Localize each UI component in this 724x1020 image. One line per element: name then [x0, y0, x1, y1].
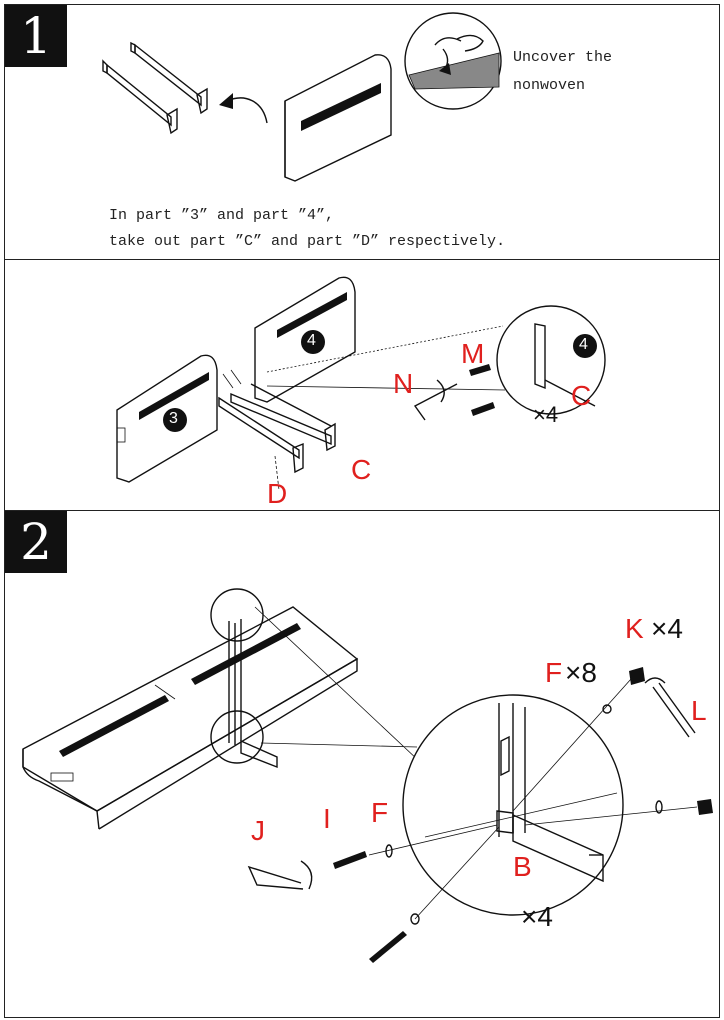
- label-i: I: [323, 803, 331, 834]
- uncover-instruction-line1: Uncover the: [513, 49, 613, 66]
- wrench-l-icon: [644, 677, 696, 738]
- step-1b-panel: M N C C D ×4 3 4 4: [4, 259, 720, 511]
- step-2-illustration: [22, 588, 713, 963]
- screw-m-icon: [469, 364, 495, 416]
- label-c-detail: C: [571, 380, 592, 411]
- hex-key-j-icon: [247, 860, 313, 890]
- curved-arrow-icon: [219, 93, 268, 124]
- caption-line-2: take out part ”C” and part ”D” respectiv…: [109, 233, 506, 250]
- bolts-washers-icon: [333, 667, 713, 963]
- label-k: K: [625, 613, 644, 644]
- part-3-number: 3: [169, 410, 178, 427]
- bed-base-icon: [22, 606, 359, 830]
- uncover-instruction-line2: nonwoven: [513, 77, 586, 94]
- leg-post-icon: [228, 619, 278, 769]
- main-detail-circle-icon: [402, 694, 624, 916]
- label-b: B: [513, 851, 532, 882]
- rails-cd-icon: [218, 369, 336, 491]
- magnifier-detail-icon: [404, 12, 502, 110]
- count-f: ×8: [565, 657, 597, 688]
- count-x4: ×4: [533, 402, 559, 427]
- step-1-illustration: [102, 12, 502, 182]
- caption-line-1: In part ”3” and part ”4”,: [109, 207, 335, 224]
- label-f: F: [545, 657, 563, 688]
- step-1b-illustration: [116, 276, 606, 491]
- count-x4: ×4: [521, 901, 553, 932]
- count-k: ×4: [651, 613, 683, 644]
- headboard-panel-icon: [284, 54, 392, 182]
- label-j: J: [251, 815, 265, 846]
- bottom-detail-circle-icon: [210, 710, 264, 764]
- panel-4-icon: [254, 276, 356, 403]
- label-d: D: [267, 478, 288, 509]
- label-n: N: [393, 368, 414, 399]
- label-f-2: F: [371, 797, 389, 828]
- part-4-number: 4: [307, 332, 316, 349]
- top-detail-circle-icon: [210, 588, 264, 642]
- rail-parts-icon: [102, 41, 208, 135]
- label-c: C: [351, 454, 372, 485]
- step-number-badge: 2: [5, 511, 67, 573]
- part-4-detail-number: 4: [579, 336, 588, 353]
- detail-circle-icon: [266, 305, 606, 415]
- step-1-panel: 1 Uncover t: [4, 4, 720, 260]
- label-l: L: [691, 695, 707, 726]
- hex-key-n-icon: [413, 379, 458, 421]
- step-number-badge: 1: [5, 5, 67, 67]
- label-m: M: [461, 338, 485, 369]
- step-2-panel: 2: [4, 510, 720, 1018]
- panel-3-icon: [116, 354, 218, 483]
